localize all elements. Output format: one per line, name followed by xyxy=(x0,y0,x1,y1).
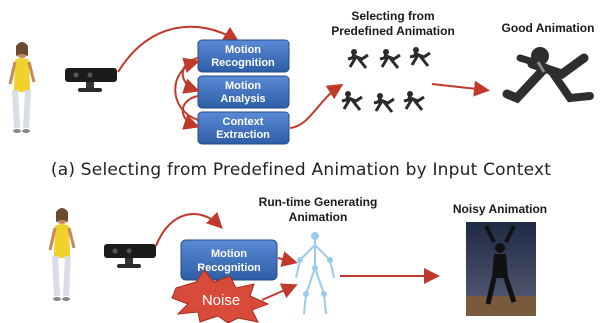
kinect-sensor-bottom xyxy=(104,244,156,268)
person-figure-top xyxy=(8,42,36,133)
heading-noisy-animation: Noisy Animation xyxy=(453,202,547,216)
kinect-sensor-top xyxy=(65,68,117,92)
noise-burst: Noise xyxy=(171,269,270,323)
motion-recognition-line2: Recognition xyxy=(211,57,275,69)
noisy-animation-render xyxy=(466,222,536,316)
context-extraction-box: Context Extraction xyxy=(197,111,290,145)
noise-label: Noise xyxy=(202,292,240,309)
skeleton-figure xyxy=(295,232,335,315)
heading-good-animation: Good Animation xyxy=(502,21,595,35)
motion-recognition-box-bottom: Motion Recognition xyxy=(180,239,278,281)
predefined-animation-clips xyxy=(341,47,431,113)
arrow-context-to-selection xyxy=(289,83,344,129)
clip-2 xyxy=(379,49,401,69)
motion-recognition-bottom-line2: Recognition xyxy=(197,262,261,274)
clip-5 xyxy=(373,93,395,113)
motion-analysis-line2: Analysis xyxy=(220,93,265,105)
clip-3 xyxy=(409,47,431,67)
motion-analysis-box: Motion Analysis xyxy=(197,75,290,109)
heading-selecting-line1: Selecting from xyxy=(351,9,434,23)
motion-recognition-box: Motion Recognition xyxy=(197,39,290,73)
heading-selecting-line2: Predefined Animation xyxy=(331,24,455,38)
heading-runtime-line2: Animation xyxy=(289,210,348,224)
arrow-selection-to-good xyxy=(431,80,490,97)
person-figure-bottom xyxy=(48,208,76,301)
arrow-context-to-recognition xyxy=(174,57,200,121)
arrow-noise-to-skeleton xyxy=(261,283,298,301)
motion-analysis-line1: Motion xyxy=(225,80,261,92)
arrow-recognition-to-skeleton xyxy=(277,251,298,267)
motion-recognition-line1: Motion xyxy=(225,44,261,56)
clip-4 xyxy=(341,91,363,111)
arrow-sensor-to-recognition xyxy=(117,25,240,73)
arrow-sensor-to-recognition-bottom xyxy=(155,211,223,247)
motion-recognition-bottom-line1: Motion xyxy=(211,248,247,260)
figure-caption: (a) Selecting from Predefined Animation … xyxy=(50,160,552,180)
context-extraction-line1: Context xyxy=(223,116,264,128)
good-animation-character xyxy=(502,47,594,104)
clip-6 xyxy=(403,91,425,111)
clip-1 xyxy=(347,49,369,69)
context-extraction-line2: Extraction xyxy=(216,129,270,141)
heading-runtime-line1: Run-time Generating xyxy=(259,195,378,209)
